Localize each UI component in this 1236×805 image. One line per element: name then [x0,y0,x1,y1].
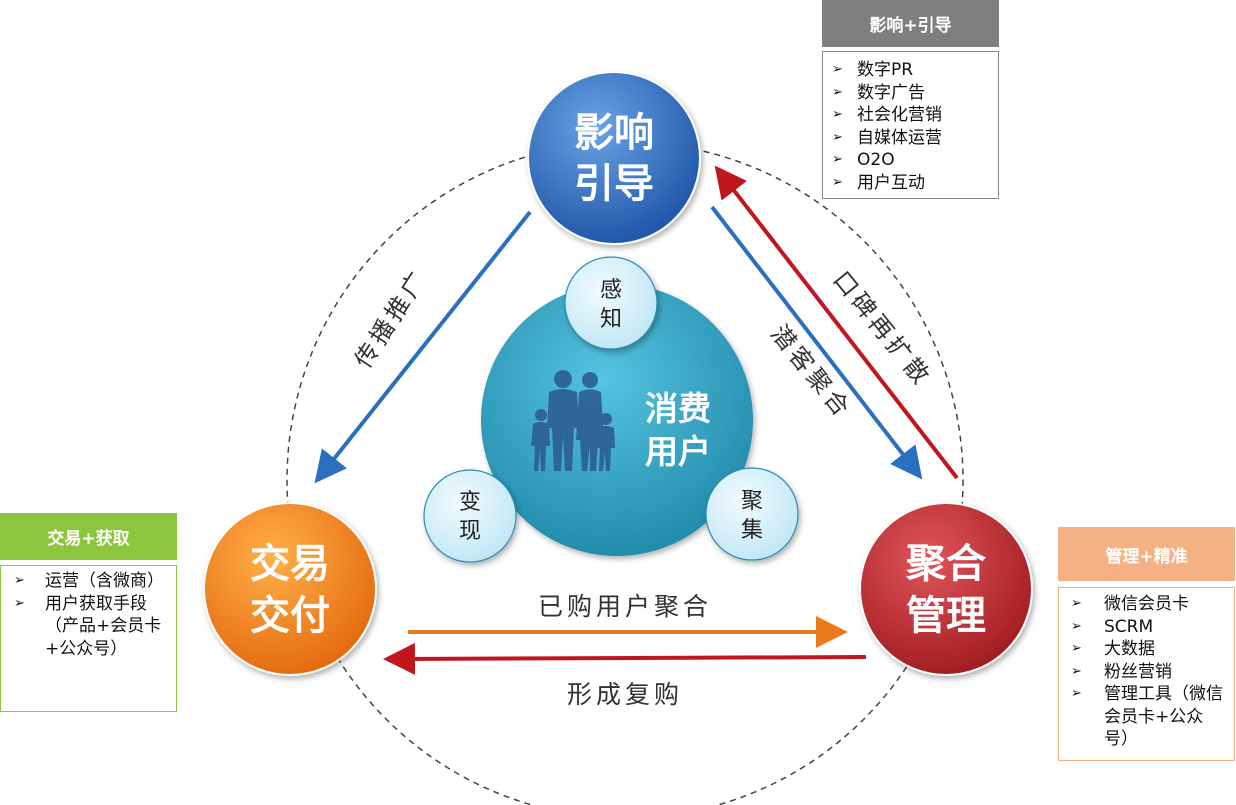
center-label-line1: 消费 [645,389,711,428]
hub-manage-line2: 管理 [906,593,986,639]
hub-influence-line1: 影响 [574,110,654,156]
center-label-line2: 用户 [645,432,711,471]
satellite-perception-line1: 感 [600,278,622,303]
panel-manage-title: 管理+精准 [1058,527,1235,581]
arrow-word-of-mouth [714,165,959,480]
family-silhouette-icon [531,370,615,471]
satellite-monetize [423,469,517,563]
satellite-perception-line2: 知 [600,307,622,332]
label-purchased-user: 已购用户聚合 [538,592,712,621]
list-item: ➢大数据 [1071,639,1155,659]
list-item: ➢用户互动 [832,172,925,193]
hub-influence-line2: 引导 [574,161,654,207]
list-item: ➢数字广告 [832,82,925,103]
hub-manage [859,502,1033,676]
panel-influence-title: 影响+引导 [822,0,999,47]
panel-manage-box: ➢微信会员卡 ➢SCRM ➢大数据 ➢粉丝营销 ➢管理工具（微信会员卡+公众号） [1058,587,1235,761]
list-item: ➢管理工具（微信会员卡+公众号） [1071,684,1223,749]
center-consumer-circle [481,284,753,556]
hub-manage-line1: 聚合 [905,541,986,587]
satellite-monetize-line2: 现 [459,519,481,544]
cycle-ring [286,141,964,805]
arrow-spread [314,210,532,484]
label-spread: 传播推广 [349,264,433,373]
list-item: ➢用户获取手段（产品+会员卡+公众号） [14,593,162,659]
label-repurchase: 形成复购 [567,680,683,709]
list-item: ➢SCRM [1071,616,1154,637]
list-item: ➢自媒体运营 [832,127,942,148]
panel-trade-list: ➢运营（含微商） ➢用户获取手段（产品+会员卡+公众号） [1,570,170,660]
hub-trade-line1: 交易 [250,541,330,587]
satellite-gather-line2: 集 [741,518,763,543]
list-item: ➢粉丝营销 [1071,661,1172,682]
satellite-gather-line1: 聚 [741,489,763,514]
list-item: ➢数字PR [832,60,914,80]
satellite-gather [705,467,799,561]
hub-trade [203,502,377,676]
list-item: ➢O2O [832,150,895,170]
panel-trade-title: 交易+获取 [0,513,177,560]
hub-trade-line2: 交付 [250,593,330,639]
panel-manage-list: ➢微信会员卡 ➢SCRM ➢大数据 ➢粉丝营销 ➢管理工具（微信会员卡+公众号） [1059,593,1228,751]
panel-trade-box: ➢运营（含微商） ➢用户获取手段（产品+会员卡+公众号） [0,565,177,712]
arrow-repurchase [383,642,867,675]
panel-influence-list: ➢数字PR ➢数字广告 ➢社会化营销 ➢自媒体运营 ➢O2O ➢用户互动 [823,59,998,194]
list-item: ➢微信会员卡 [1071,594,1189,614]
list-item: ➢社会化营销 [832,105,942,125]
arrow-prospect [710,205,923,480]
satellite-monetize-line1: 变 [459,490,481,515]
satellite-perception [564,256,658,350]
panel-influence-box: ➢数字PR ➢数字广告 ➢社会化营销 ➢自媒体运营 ➢O2O ➢用户互动 [822,51,999,199]
hub-influence [527,71,701,245]
list-item: ➢运营（含微商） [14,571,164,591]
